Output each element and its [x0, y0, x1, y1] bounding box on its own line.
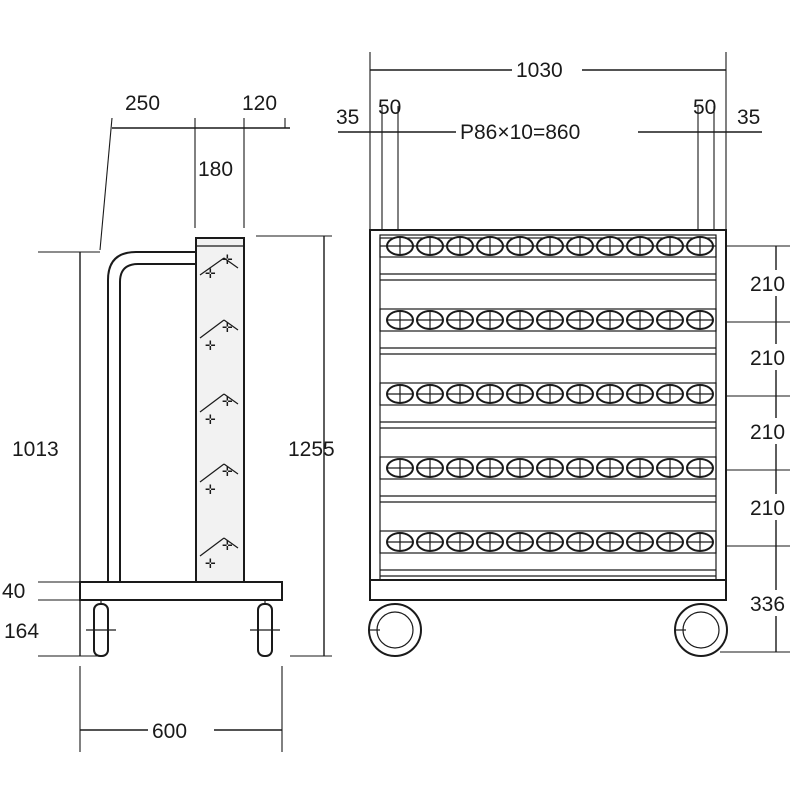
- side-panel: [195, 237, 245, 583]
- svg-text:✛: ✛: [205, 556, 216, 571]
- svg-text:✛: ✛: [205, 412, 216, 427]
- side-left-dimensions: 1013 40 164: [2, 251, 100, 657]
- dim-50-right: 50: [693, 96, 716, 119]
- holder-rail: [379, 456, 717, 480]
- svg-text:✛: ✛: [222, 394, 233, 409]
- side-top-dimensions: 250 120 180: [99, 92, 290, 251]
- dim-210-1: 210: [750, 273, 785, 296]
- side-base: [79, 581, 283, 601]
- svg-text:✛: ✛: [205, 482, 216, 497]
- svg-text:✛: ✛: [222, 320, 233, 335]
- front-base-rail: [369, 579, 727, 601]
- holder-rail: [379, 382, 717, 406]
- front-right-dimensions: 210 210 210 210 336: [720, 245, 800, 653]
- side-view: 250 120 180 ✛ ✛ ✛ ✛ ✛ ✛ ✛ ✛ ✛ ✛: [2, 92, 335, 752]
- dim-1255: 1255: [288, 438, 335, 461]
- dim-164: 164: [4, 620, 39, 643]
- dim-35-left: 35: [336, 106, 359, 129]
- side-bottom-dimension: 600: [79, 666, 283, 752]
- dim-336: 336: [750, 593, 785, 616]
- front-wheel-right: [674, 603, 728, 657]
- dim-210-4: 210: [750, 497, 785, 520]
- dim-pitch: P86×10=860: [460, 121, 580, 144]
- holder-rail: [379, 234, 717, 258]
- side-caster-right: [250, 600, 280, 657]
- side-caster-left: [86, 600, 116, 657]
- front-view: 1030 P86×10=860 35 50 50 35: [336, 52, 800, 657]
- side-tool-marks: ✛ ✛ ✛ ✛ ✛ ✛ ✛ ✛ ✛ ✛: [199, 252, 239, 571]
- holder-rows: [379, 234, 717, 577]
- svg-text:✛: ✛: [205, 266, 216, 281]
- front-top-dimensions: 1030 P86×10=860 35 50 50 35: [336, 52, 762, 230]
- dim-180: 180: [198, 158, 233, 181]
- dim-210-3: 210: [750, 421, 785, 444]
- dim-1013: 1013: [12, 438, 59, 461]
- svg-text:✛: ✛: [222, 252, 233, 267]
- dim-1030: 1030: [516, 59, 563, 82]
- dim-40: 40: [2, 580, 25, 603]
- dim-250: 250: [125, 92, 160, 115]
- svg-text:✛: ✛: [205, 338, 216, 353]
- dim-600: 600: [152, 720, 187, 743]
- side-right-dimension: 1255: [256, 235, 335, 657]
- dim-50-left: 50: [378, 96, 401, 119]
- holder-rail: [379, 530, 717, 554]
- svg-text:✛: ✛: [222, 464, 233, 479]
- dim-35-right: 35: [737, 106, 760, 129]
- svg-text:✛: ✛: [222, 538, 233, 553]
- holder-rail: [379, 308, 717, 332]
- dim-120: 120: [242, 92, 277, 115]
- handle-outer: [107, 251, 197, 583]
- dim-210-2: 210: [750, 347, 785, 370]
- front-wheel-left: [368, 603, 422, 657]
